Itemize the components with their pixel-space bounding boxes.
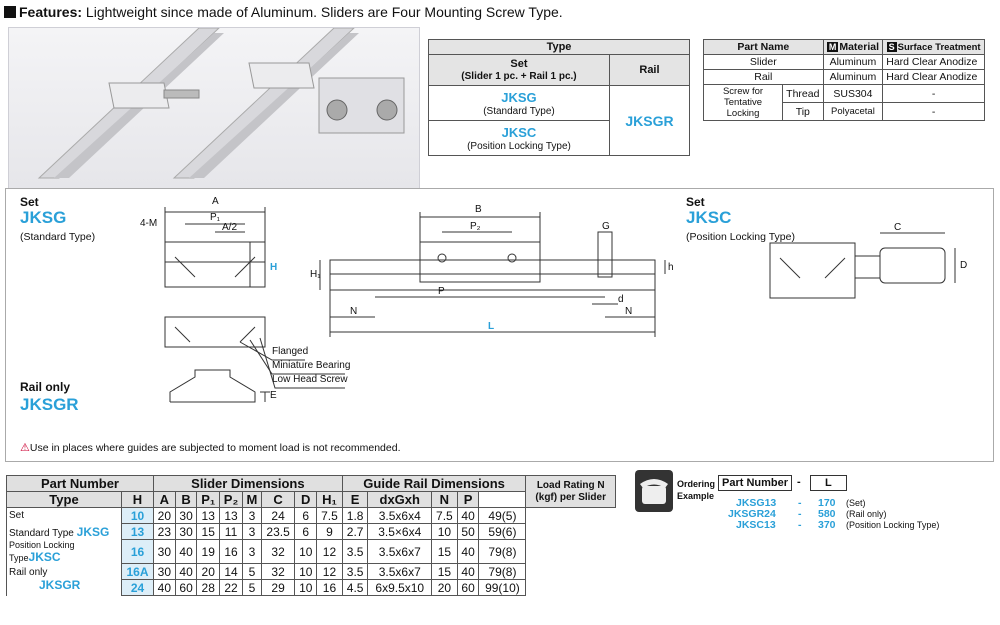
jksc-label: JKSC: [686, 208, 732, 227]
dim-P2: P₂: [470, 221, 481, 232]
ordering-rows: JKSG13 - 170 (Set) JKSGR24 - 580 (Rail o…: [718, 497, 988, 531]
dim-col-P: P: [456, 491, 480, 508]
dim-H: H: [270, 262, 277, 273]
dim-C: C: [894, 222, 901, 233]
type-title: Type: [428, 39, 690, 55]
dim-h-load: Load Rating N(kgf) per Slider: [525, 475, 616, 508]
dim-col-N: N: [431, 491, 458, 508]
ordering-row: JKSGR24 - 580 (Rail only): [728, 508, 887, 520]
set-label: Set: [20, 195, 39, 209]
rail-only-label: Rail only: [20, 380, 71, 394]
dim-col-C: C: [260, 491, 296, 508]
parts-row: Screw for Tentative Locking Thread SUS30…: [703, 84, 985, 121]
product-illustration: [37, 27, 405, 179]
phone-icon: [635, 470, 673, 512]
jksc-drawing: C D: [769, 222, 967, 299]
type-row-jksc: JKSC(Position Locking Type): [428, 120, 610, 156]
parts-row: Slider Aluminum Hard Clear Anodize: [703, 54, 985, 70]
dim-col-H: H: [121, 491, 154, 508]
parts-row: Tip Polyacetal -: [704, 102, 985, 121]
features-label: Features:: [19, 4, 83, 20]
dim-col-B: B: [174, 491, 198, 508]
dim-D: D: [960, 260, 967, 271]
type-table: Type Set(Slider 1 pc. + Rail 1 pc.) Rail…: [428, 39, 691, 156]
jksgr-label: JKSGR: [20, 395, 79, 414]
dim-B: B: [475, 204, 482, 215]
ordering-h-L: L: [810, 475, 847, 491]
callout-screw: Low Head Screw: [272, 374, 348, 385]
ordering-h-part: Part Number: [718, 475, 793, 491]
drawing-frame: [5, 188, 994, 462]
dim-col-E: E: [341, 491, 369, 508]
dim-A: A: [212, 196, 219, 207]
dim-H1: H₁: [310, 269, 321, 280]
jksc-desc: (Position Locking Type): [686, 231, 795, 243]
dim-col-dxgxh: dxGxh: [367, 491, 433, 508]
dim-col-D: D: [294, 491, 318, 508]
type-row-jksg: JKSG(Standard Type): [428, 85, 610, 121]
dim-h-guide: Guide Rail Dimensions: [341, 475, 527, 492]
dim-col-P2: P₂: [219, 491, 244, 508]
dim-h-part: Part Number: [6, 475, 154, 492]
caution-note: ⚠Use in places where guides are subjecte…: [20, 442, 401, 454]
features-text: Lightweight since made of Aluminum. Slid…: [82, 4, 563, 20]
dim-G: G: [602, 221, 610, 232]
type-col-rail: Rail: [608, 54, 691, 86]
caution-icon: ⚠: [20, 442, 30, 454]
callout-flanged: Flanged: [272, 346, 308, 357]
dim-N-left: N: [350, 306, 357, 317]
dim-P: P: [438, 286, 445, 297]
type-col-set: Set(Slider 1 pc. + Rail 1 pc.): [428, 54, 610, 86]
parts-row: Rail Aluminum Hard Clear Anodize: [703, 69, 985, 85]
dim-h-slider: Slider Dimensions: [152, 475, 343, 492]
ordering-row: JKSC13 - 370 (Position Locking Type): [736, 519, 940, 531]
dim-L: L: [488, 321, 494, 332]
dim-col-A: A: [152, 491, 176, 508]
dim-P1: P₁: [210, 212, 221, 223]
dim-N-right: N: [625, 306, 632, 317]
jksc-set-label: Set: [686, 195, 705, 209]
dim-E: E: [270, 390, 277, 401]
features-header: Features: Lightweight since made of Alum…: [4, 4, 563, 20]
callout-bearing: Miniature Bearing: [272, 360, 350, 371]
dim-col-P1: P₁: [196, 491, 221, 508]
technical-drawings: A P₁ A/2 4-M H B P₂ G H₁ h P d N N L E F…: [140, 196, 674, 403]
parts-col-name: Part Name: [703, 39, 824, 55]
type-rail-code: JKSGR: [608, 85, 691, 156]
jksg-label: JKSG: [20, 208, 67, 227]
ordering-row: JKSG13 - 170 (Set): [736, 497, 866, 509]
dim-col-M: M: [242, 491, 262, 508]
jksg-desc: (Standard Type): [20, 231, 96, 243]
dimension-table: Part Number Slider Dimensions Guide Rail…: [6, 475, 616, 596]
dim-h: h: [668, 262, 674, 273]
dim-A2: A/2: [222, 222, 237, 233]
dim-d: d: [618, 294, 624, 305]
square-bullet-icon: [4, 6, 16, 18]
dim-h-type: Type: [6, 491, 122, 508]
dim-4M: 4-M: [140, 218, 157, 229]
product-photo: [8, 27, 420, 189]
ordering-h-dash: -: [797, 476, 801, 488]
dim-col-H1: H₁: [316, 491, 343, 508]
